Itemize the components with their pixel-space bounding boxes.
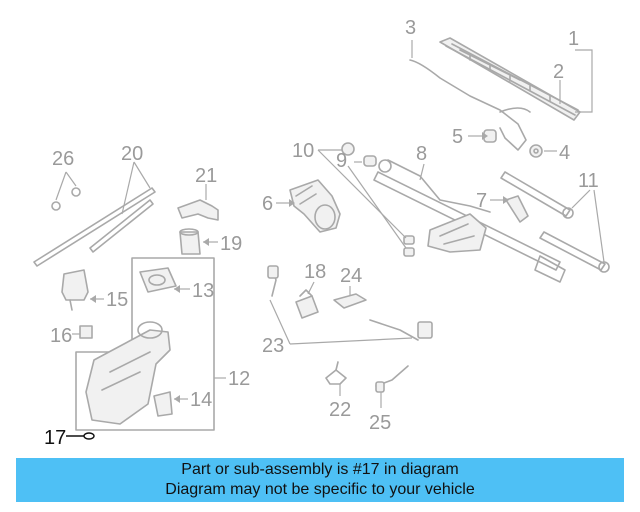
cap-19 <box>179 228 201 255</box>
wiper-linkage-8 <box>373 159 566 283</box>
callout-14: 14 <box>190 389 212 411</box>
clips-26 <box>51 187 81 211</box>
banner-line-1: Part or sub-assembly is #17 in diagram <box>181 461 459 478</box>
callout-26: 26 <box>52 148 74 170</box>
callout-24: 24 <box>340 265 362 287</box>
fitting-22 <box>325 361 347 385</box>
callout-6: 6 <box>262 193 273 215</box>
bracket-18 <box>295 289 319 319</box>
washer-pump-15 <box>61 269 89 311</box>
washer-reservoir <box>85 321 171 425</box>
nozzle-24 <box>333 293 367 309</box>
callout-7: 7 <box>476 190 487 212</box>
bushing-9 <box>363 155 377 167</box>
banner-line-2: Diagram may not be specific to your vehi… <box>165 481 475 498</box>
callout-4: 4 <box>559 142 570 164</box>
callout-13: 13 <box>192 280 214 302</box>
callout-22: 22 <box>329 399 351 421</box>
sensor-25 <box>375 365 409 393</box>
callout-9: 9 <box>336 150 347 172</box>
callout-2: 2 <box>553 61 564 83</box>
grommet-lower <box>403 235 415 257</box>
wiper-blade-assembly <box>439 37 581 121</box>
callout-20: 20 <box>121 143 143 165</box>
bracket-7 <box>505 195 529 223</box>
clip-16 <box>79 325 93 339</box>
callout-19: 19 <box>220 233 242 255</box>
struts-20 <box>33 187 156 267</box>
callout-8: 8 <box>416 143 427 165</box>
filler-neck-13 <box>139 267 177 293</box>
callout-3: 3 <box>405 17 416 39</box>
nut-part-4 <box>529 144 543 158</box>
info-banner: Part or sub-assembly is #17 in diagram D… <box>16 458 624 502</box>
callout-15: 15 <box>106 289 128 311</box>
callout-12: 12 <box>228 368 250 390</box>
callout-25: 25 <box>369 412 391 434</box>
callout-10: 10 <box>292 140 314 162</box>
hose-23 <box>267 265 433 341</box>
callout-11: 11 <box>578 170 599 192</box>
callout-21: 21 <box>195 165 217 187</box>
callout-18: 18 <box>304 261 326 283</box>
callout-5: 5 <box>452 126 463 148</box>
callout-23: 23 <box>262 335 284 357</box>
seal-14 <box>153 391 173 417</box>
exploded-parts-diagram: 3 1 2 5 4 8 <box>33 17 610 449</box>
wiper-arm <box>409 59 531 151</box>
callout-17: 17 <box>44 427 66 449</box>
callout-1: 1 <box>568 28 579 50</box>
hose-connector-21 <box>177 199 219 221</box>
part-17-oring <box>66 432 95 440</box>
callout-16: 16 <box>50 325 72 347</box>
link-rods-11 <box>500 171 610 273</box>
grommet-10 <box>341 142 355 156</box>
wiper-motor-6 <box>289 179 341 233</box>
